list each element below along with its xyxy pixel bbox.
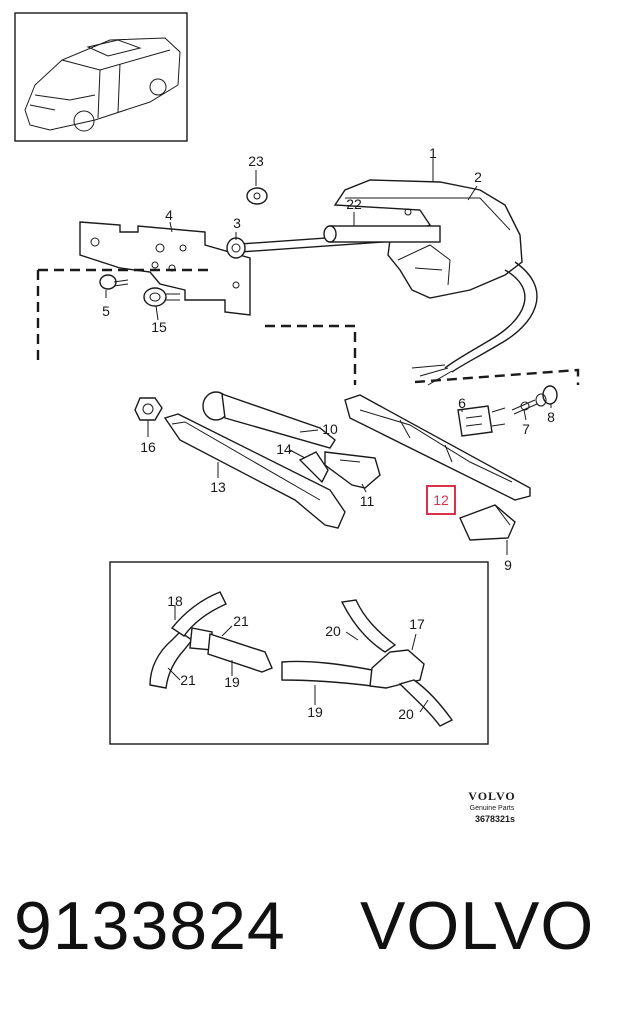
callout-18: 18 [167,593,183,609]
callout-12: 12 [433,492,449,508]
logo-brand: VOLVO [468,789,515,803]
callout-14: 14 [276,441,292,457]
clip [298,451,329,484]
caption-band [0,850,629,1018]
hose-detail-box [109,561,489,745]
wiper-motor [323,179,523,299]
callout-21-top: 21 [233,613,249,629]
logo-code: 3678321s [475,814,515,824]
callout-23: 23 [248,153,264,169]
callout-1: 1 [429,145,437,161]
logo-genuine-parts: Genuine Parts [470,805,515,812]
callout-5: 5 [102,303,110,319]
callout-13: 13 [210,479,226,495]
callout-labels: 1 2 3 4 5 6 7 8 9 10 11 12 13 14 15 16 1… [102,145,555,722]
grommet [535,385,558,407]
callout-19-center: 19 [307,704,323,720]
exploded-view: 1 2 3 4 5 6 7 8 9 10 11 12 13 14 15 16 1… [14,12,580,824]
callout-21-bottom: 21 [180,672,196,688]
callout-20-bottom: 20 [398,706,414,722]
wiper-arm [202,391,336,449]
callout-6: 6 [458,395,466,411]
callout-8: 8 [547,409,555,425]
screw-with-washer [143,287,180,307]
callout-9: 9 [504,557,512,573]
wiper-arm-end [324,451,381,489]
callout-2: 2 [474,169,482,185]
callout-15: 15 [151,319,167,335]
callout-3: 3 [233,215,241,231]
terminal [511,399,538,415]
callout-17: 17 [409,616,425,632]
wiper-blade [344,394,531,501]
callout-19-left: 19 [224,674,240,690]
connector [457,405,506,437]
brand-name: VOLVO [360,888,595,964]
cap [459,504,516,541]
callout-10: 10 [322,421,338,437]
car-thumbnail [14,12,188,142]
callout-16: 16 [140,439,156,455]
callout-20-top: 20 [325,623,341,639]
callout-7: 7 [522,421,530,437]
callout-4: 4 [165,207,173,223]
parts-diagram: 1 2 3 4 5 6 7 8 9 10 11 12 13 14 15 16 1… [14,12,580,824]
callout-11: 11 [360,493,375,509]
leader-lines [105,158,552,555]
volvo-genuine-parts-logo: VOLVO Genuine Parts 3678321s [468,789,515,824]
part-number: 9133824 [14,888,286,964]
nut-cap [134,397,163,421]
nut [226,237,246,259]
screw [99,274,129,290]
washer [246,187,268,205]
arm-cover [163,413,346,529]
highlight-box [426,485,456,515]
callout-22: 22 [346,196,362,212]
